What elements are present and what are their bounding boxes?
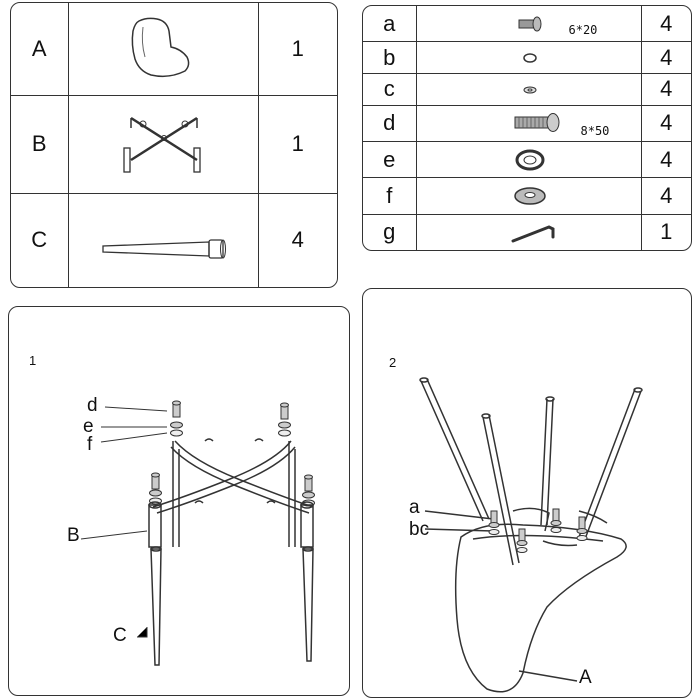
hardware-list-panel: a 6*20 4 b 4 c [362,5,692,251]
step-1-panel: 1 [8,306,350,696]
hardware-row-b: b 4 [363,41,691,74]
short-bolt-icon: 6*20 [415,6,642,43]
callout-f: f [87,434,93,455]
hardware-spec: 6*20 [568,23,598,37]
hardware-row-g: g 1 [363,213,691,250]
step-number: 2 [389,355,397,370]
part-quantity: 1 [257,94,337,194]
callout-part-a: A [579,667,592,688]
step-2-panel: 2 a [362,288,692,698]
hardware-quantity: 4 [640,140,691,179]
hardware-quantity: 4 [640,72,691,106]
hardware-row-f: f 4 [363,177,691,215]
hardware-row-e: e 4 [363,140,691,179]
part-letter: C [11,192,69,287]
tapered-leg-icon [67,192,259,287]
hardware-letter: b [363,41,417,74]
hardware-letter: e [363,140,417,179]
long-bolt-icon: 8*50 [415,104,642,142]
parts-table: A 1 B 1 [11,3,337,287]
step-1-illustration [80,400,315,666]
hardware-quantity: 1 [640,213,691,250]
callout-e: e [83,416,94,437]
callout-b: B [67,525,80,546]
hardware-letter: g [363,213,417,250]
hardware-letter: c [363,72,417,106]
hardware-row-c: c 4 [363,72,691,106]
hardware-quantity: 4 [640,41,691,74]
parts-list-panel: A 1 B 1 [10,2,338,288]
part-row-a: A 1 [11,3,337,96]
hardware-quantity: 4 [640,104,691,142]
hardware-quantity: 4 [640,177,691,215]
callout-d: d [87,395,98,416]
callout-a: a [409,497,420,518]
part-row-b: B 1 [11,94,337,194]
step-number: 1 [29,353,37,368]
hardware-row-a: a 6*20 4 [363,6,691,43]
spring-washer-icon [415,140,642,179]
hardware-spec: 8*50 [580,123,610,138]
hardware-row-d: d 8*50 4 [363,104,691,142]
part-letter: A [11,3,69,96]
hardware-table: a 6*20 4 b 4 c [363,6,691,250]
callout-bc: bc [409,519,430,540]
part-quantity: 4 [257,192,337,287]
small-flat-washer-icon [415,72,642,106]
flat-washer-icon [415,177,642,215]
hardware-letter: d [363,104,417,142]
small-washer-icon [415,41,642,74]
step-2-illustration [419,377,643,693]
hardware-letter: a [363,6,417,43]
part-row-c: C 4 [11,192,337,287]
hardware-quantity: 4 [640,6,691,43]
cross-frame-icon [67,94,259,194]
chair-shell-icon [67,3,259,96]
part-quantity: 1 [257,3,337,96]
callout-c: C [113,625,127,646]
hardware-letter: f [363,177,417,215]
part-letter: B [11,94,69,194]
allen-key-icon [415,213,642,250]
